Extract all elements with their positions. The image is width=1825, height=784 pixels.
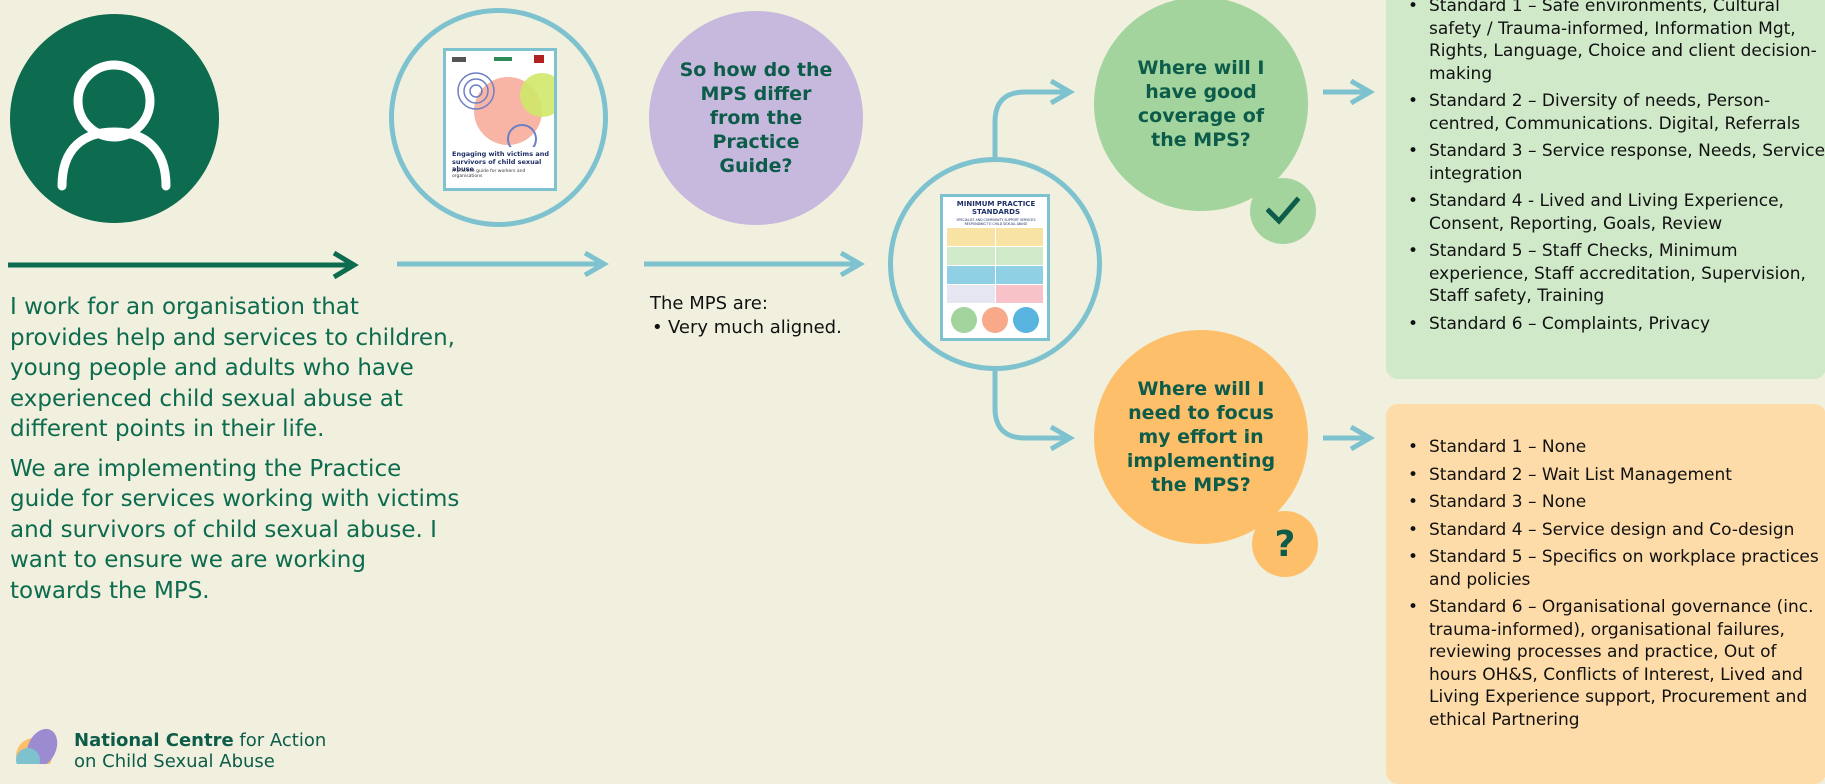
arrow-to-focus-panel xyxy=(1323,424,1375,452)
branch-down-arrow xyxy=(992,368,1075,452)
coverage-item: Standard 3 – Service response, Needs, Se… xyxy=(1386,140,1825,185)
question-focus-bubble: Where will I need to focus my effort in … xyxy=(1094,330,1308,544)
question-coverage-text: Where will I have good coverage of the M… xyxy=(1137,57,1265,151)
question-focus-text: Where will I need to focus my effort in … xyxy=(1126,378,1276,496)
question-differ-text: So how do the MPS differ from the Practi… xyxy=(679,59,833,177)
mps-doc-title: MINIMUM PRACTICE STANDARDS xyxy=(956,200,1036,216)
focus-item: Standard 4 – Service design and Co-desig… xyxy=(1386,519,1825,542)
practice-guide-ring xyxy=(389,8,608,227)
aligned-heading: The MPS are: xyxy=(650,293,768,314)
focus-item: Standard 5 – Specifics on workplace prac… xyxy=(1386,546,1825,591)
mps-document-ring xyxy=(888,157,1102,371)
coverage-item: Standard 2 – Diversity of needs, Person-… xyxy=(1386,90,1825,135)
question-coverage-bubble: Where will I have good coverage of the M… xyxy=(1094,0,1308,211)
mps-doc-grid xyxy=(947,228,1043,333)
check-badge xyxy=(1250,178,1316,244)
person-outline-icon xyxy=(57,60,171,191)
practice-guide-cover: Engaging with victims and survivors of c… xyxy=(443,48,557,191)
logo-text-rest: for Action xyxy=(239,730,327,751)
bullet: • xyxy=(652,317,663,338)
aligned-item: • Very much aligned. xyxy=(650,316,880,340)
checkmark-icon xyxy=(1266,196,1300,225)
logo-mark-icon xyxy=(16,728,58,764)
arrow-to-question xyxy=(397,250,609,278)
focus-item: Standard 3 – None xyxy=(1386,491,1825,514)
mps-aligned-note: The MPS are: • Very much aligned. xyxy=(650,292,880,340)
connector-arrows xyxy=(8,78,1375,452)
focus-item: Standard 2 – Wait List Management xyxy=(1386,464,1825,487)
mps-doc-subtitle: SPECIALIST AND COMMUNITY SUPPORT SERVICE… xyxy=(956,218,1036,226)
coverage-item: Standard 5 – Staff Checks, Minimum exper… xyxy=(1386,240,1825,308)
cover-subtitle: A practice guide for workers and organis… xyxy=(452,169,526,179)
intro-paragraph-2: We are implementing the Practice guide f… xyxy=(10,455,460,604)
coverage-list: Standard 1 – Safe environments, Cultural… xyxy=(1386,0,1825,335)
arrow-to-coverage-panel xyxy=(1323,78,1375,106)
person-avatar xyxy=(10,14,219,223)
focus-item: Standard 1 – None xyxy=(1386,436,1825,459)
arrow-dark-green xyxy=(8,250,359,280)
cover-title: Engaging with victims and survivors of c… xyxy=(452,150,549,173)
aligned-item-text: Very much aligned. xyxy=(668,317,842,338)
coverage-item: Standard 1 – Safe environments, Cultural… xyxy=(1386,0,1825,85)
logo-text-bold: National Centre xyxy=(74,730,234,751)
coverage-panel: Standard 1 – Safe environments, Cultural… xyxy=(1386,0,1825,379)
logo-text-line2: on Child Sexual Abuse xyxy=(74,751,275,772)
cover-artwork xyxy=(446,51,554,188)
focus-list: Standard 1 – None Standard 2 – Wait List… xyxy=(1386,404,1825,731)
intro-text: I work for an organisation that provides… xyxy=(10,292,460,615)
question-differ-bubble: So how do the MPS differ from the Practi… xyxy=(649,11,863,225)
focus-panel: Standard 1 – None Standard 2 – Wait List… xyxy=(1386,404,1825,784)
question-badge: ? xyxy=(1252,511,1318,577)
coverage-item: Standard 6 – Complaints, Privacy xyxy=(1386,313,1825,336)
branch-up-arrow xyxy=(992,78,1075,160)
logo-text: National Centre for Action on Child Sexu… xyxy=(74,730,326,772)
arrow-to-mps xyxy=(644,250,865,278)
question-mark-icon: ? xyxy=(1274,523,1296,565)
intro-paragraph-1: I work for an organisation that provides… xyxy=(10,294,455,442)
coverage-item: Standard 4 - Lived and Living Experience… xyxy=(1386,190,1825,235)
focus-item: Standard 6 – Organisational governance (… xyxy=(1386,596,1825,731)
organisation-logo: National Centre for Action on Child Sexu… xyxy=(10,722,350,772)
mps-document-cover: MINIMUM PRACTICE STANDARDS SPECIALIST AN… xyxy=(940,194,1050,341)
